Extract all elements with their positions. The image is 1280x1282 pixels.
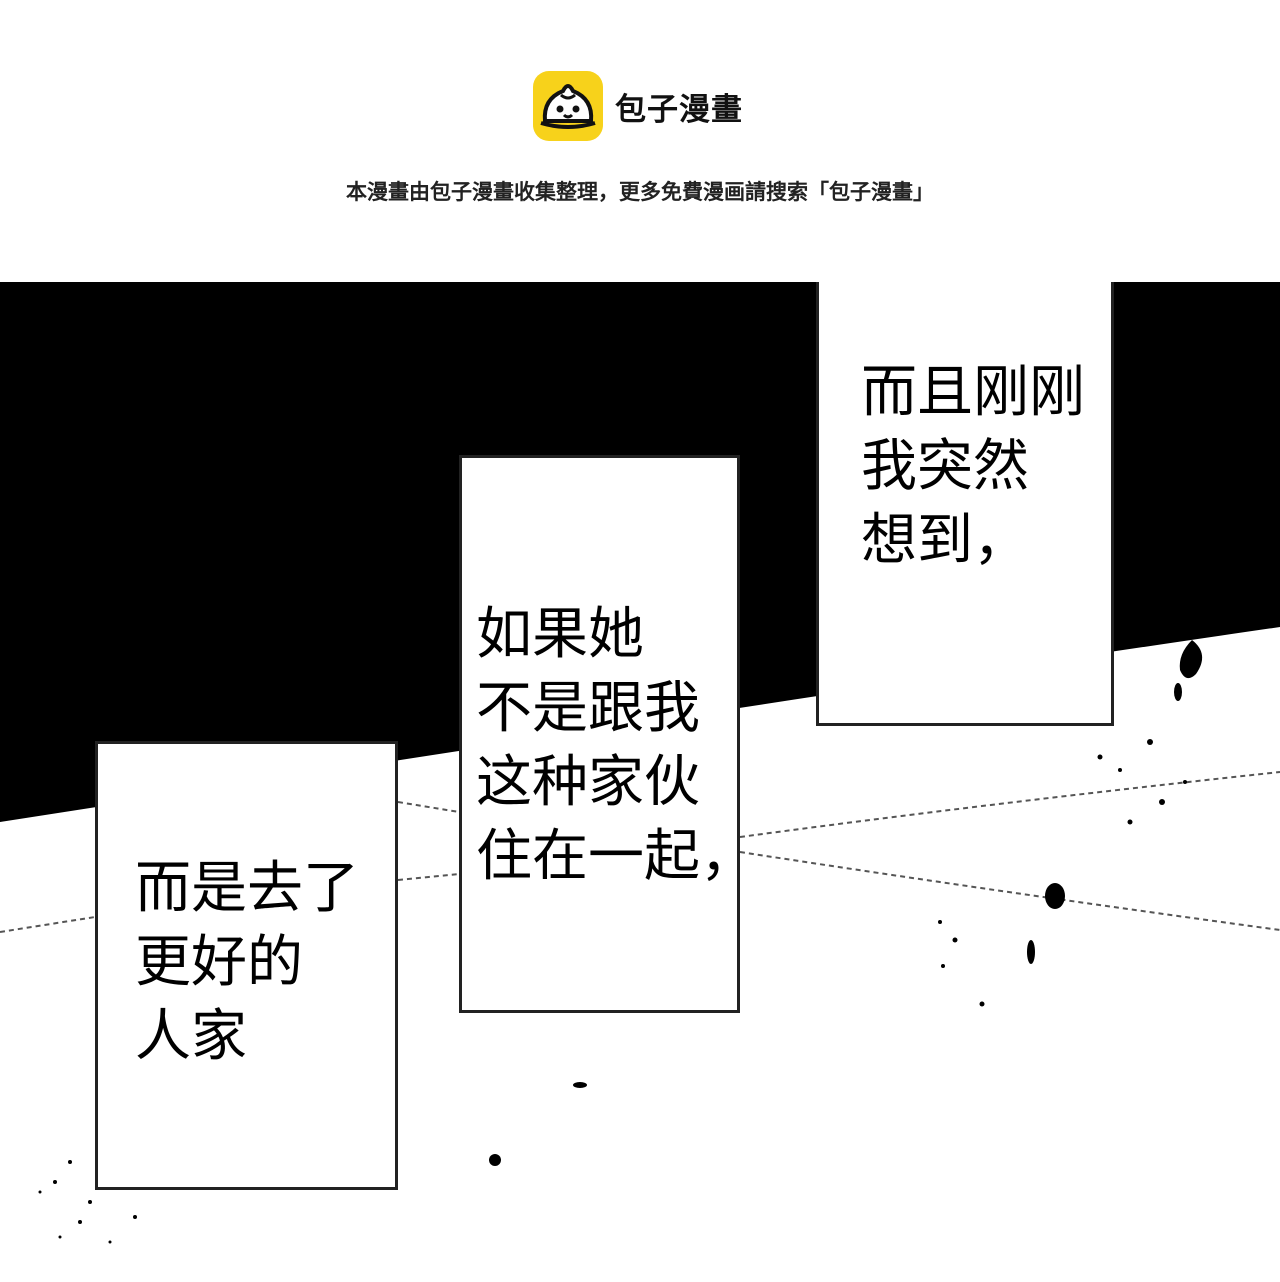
caption-box: 而是去了 更好的 人家	[95, 741, 398, 1190]
caption-line: 不是跟我	[476, 676, 700, 741]
steamed-bun-icon	[533, 71, 603, 141]
watermark-header: 包子漫畫 本漫畫由包子漫畫收集整理，更多免費漫画請搜索「包子漫畫」	[0, 0, 1280, 282]
caption-box: 如果她 不是跟我 这种家伙 住在一起，	[459, 455, 756, 1013]
caption-box: 而且刚刚 我突然 想到，	[816, 282, 1114, 726]
caption-line: 这种家伙	[476, 750, 700, 815]
caption-line: 如果她	[476, 602, 644, 667]
caption-line: 而且刚刚	[861, 360, 1085, 425]
brand-name: 包子漫畫	[615, 91, 743, 128]
caption-line: 人家	[135, 1004, 247, 1069]
comic-panel: 而且刚刚 我突然 想到， 如果她 不是跟我 这种家伙 住在一起， 而是去了 更好…	[0, 282, 1280, 1282]
caption-line: 而是去了	[135, 856, 359, 921]
caption-line: 更好的	[135, 930, 303, 995]
brand[interactable]: 包子漫畫	[533, 71, 743, 141]
caption-line: 想到，	[861, 508, 1029, 573]
source-notice: 本漫畫由包子漫畫收集整理，更多免費漫画請搜索「包子漫畫」	[346, 180, 934, 204]
caption-line: 我突然	[861, 434, 1029, 499]
caption-line: 住在一起，	[476, 824, 756, 889]
